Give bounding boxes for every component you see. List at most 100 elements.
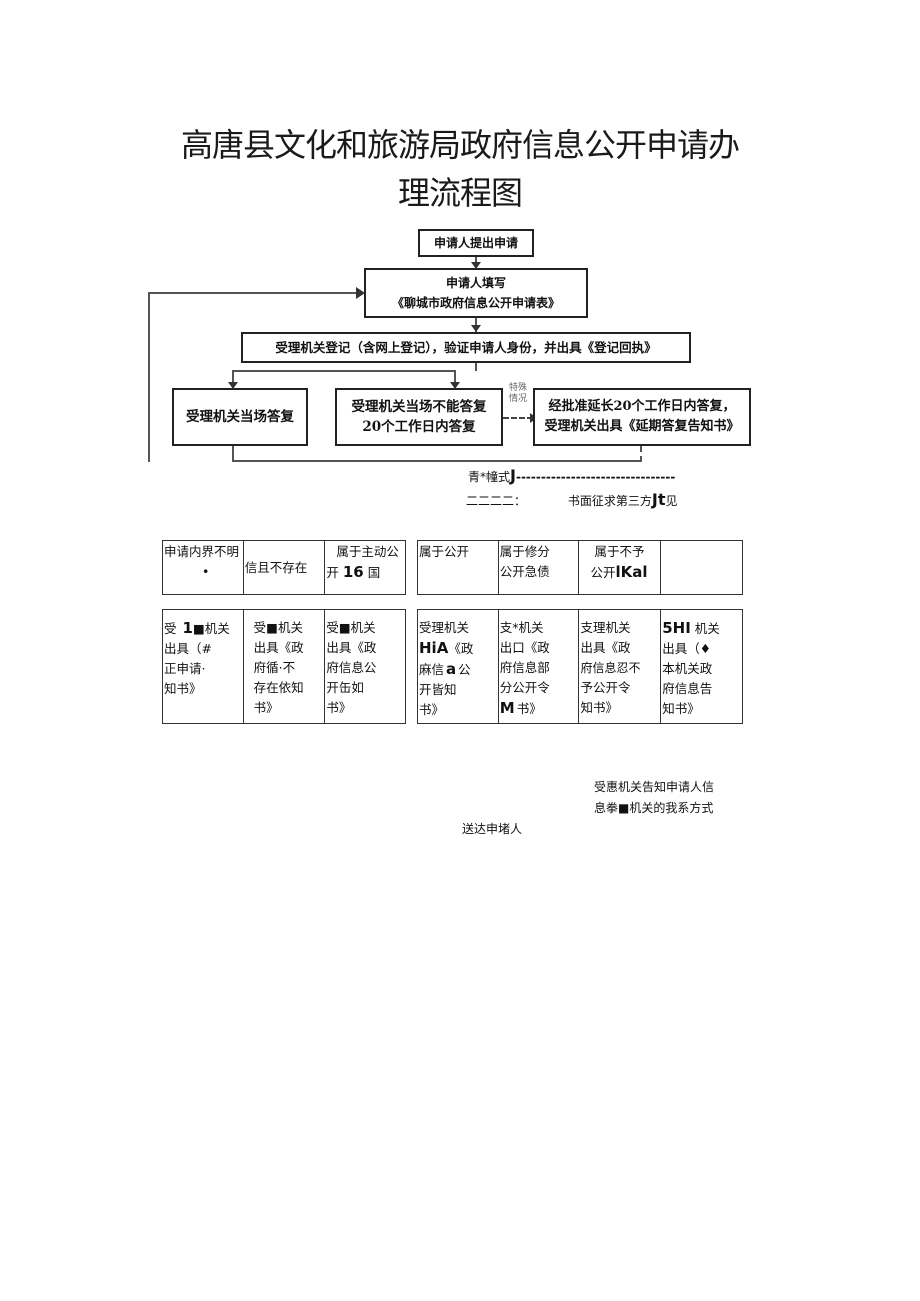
- cell-text: 支*机关: [499, 620, 544, 635]
- cell-bold: a: [446, 660, 457, 678]
- table-cell: 属于公开: [417, 540, 499, 595]
- cell-text: 机关: [694, 621, 720, 636]
- cell-text: 书》: [326, 700, 352, 715]
- fragment-text: 书面征求第三方: [567, 494, 652, 508]
- cell-text: 书》: [253, 700, 279, 715]
- return-line-vertical: [148, 292, 150, 462]
- deliver-note: 送达申堵人: [462, 822, 523, 836]
- cell-text: 知书》: [164, 681, 202, 696]
- fragment-text: 二二二二：: [466, 494, 527, 508]
- cell-bold: 5HI: [662, 619, 691, 637]
- cell-text: 府信息告: [662, 681, 713, 696]
- cell-text: 府信息忍不: [580, 661, 641, 675]
- connector-3-split: [475, 363, 477, 371]
- table-cell: 受■机关 出具《政 府信息公 开缶如 书》: [324, 609, 406, 724]
- page-title-line-1: 高唐县文化和旅游局政府信息公开申请办: [180, 126, 740, 164]
- notify-note-line: 息拳■机关的我系方式: [594, 801, 714, 815]
- table-cell: 支理机关 出具《政 府信息忍不 予公开令 知书》: [578, 609, 662, 724]
- flow-step-label: 20个工作日内答复: [362, 419, 476, 435]
- cell-text: 出具《政: [253, 640, 304, 655]
- cell-text: 出具《政: [326, 640, 377, 655]
- cell-bold: 1: [182, 619, 193, 637]
- page-title-line-2: 理流程图: [397, 174, 523, 212]
- split-right-drop: [454, 370, 456, 388]
- flow-box-onsite-reply: 受理机关当场答复: [172, 388, 308, 446]
- fragment-bold: J: [510, 466, 516, 485]
- cell-text: 公开: [590, 565, 616, 580]
- fragment-line-a: 青*幢式J--------------------------------: [468, 466, 675, 485]
- fragment-text: 见: [665, 494, 678, 508]
- arrow-down-icon: [471, 262, 481, 269]
- flow-step-label: 受理机关登记（含网上登记），验证申请人身份，并出具《登记回执》: [275, 339, 657, 355]
- cell-text: 受■机关: [253, 620, 303, 635]
- cell-text: 麻信: [419, 662, 445, 677]
- cell-text: 出口《政: [499, 640, 550, 655]
- cell-text: 出具（#: [164, 641, 212, 656]
- flow-step-register: 受理机关登记（含网上登记），验证申请人身份，并出具《登记回执》: [241, 332, 691, 363]
- bottom-dashed-drop: [640, 446, 642, 462]
- cell-text: 开: [326, 565, 339, 580]
- fragment-dashes: --------------------------------: [515, 470, 676, 484]
- cell-text: 申请内界不明: [164, 544, 240, 559]
- cell-text: 开缶如: [326, 680, 364, 695]
- cell-text: 正申请·: [164, 661, 206, 676]
- cell-text: 公: [458, 662, 471, 677]
- cell-text: 本机关政: [662, 661, 713, 676]
- table-cell: 申请内界不明 •: [162, 540, 244, 595]
- bottom-left-drop: [232, 446, 234, 462]
- cell-text: 知书》: [580, 700, 618, 715]
- cell-text: 受■机关: [326, 620, 376, 635]
- cell-bold: 16: [342, 563, 364, 581]
- flow-step-fill-form: 申请人填写 《聊城市政府信息公开申请表》: [364, 268, 588, 318]
- flow-step-label: 受理机关当场答复: [186, 409, 294, 425]
- arrow-down-icon: [450, 382, 460, 389]
- flow-step-label: 《聊城市政府信息公开申请表》: [391, 296, 560, 310]
- cell-bold: M: [499, 699, 515, 717]
- split-left-drop: [232, 370, 234, 388]
- cell-text: 属于不予: [594, 544, 645, 559]
- flow-step-label: 申请人填写: [445, 276, 506, 290]
- notify-note-line: 受惠机关告知申请人信: [594, 780, 715, 794]
- arrow-right-icon: [356, 287, 365, 299]
- cell-text: 书》: [419, 702, 445, 717]
- table-cell: 信且不存在: [242, 540, 326, 595]
- flow-step-label: 受理机关出具《延期答复告知书》: [544, 419, 740, 434]
- cell-text: 府信息公: [326, 660, 377, 675]
- bottom-line: [232, 460, 642, 462]
- arrow-down-icon: [471, 325, 481, 332]
- flow-step-label: 受理机关当场不能答复: [351, 399, 487, 415]
- fragment-bold: Jt: [651, 490, 666, 509]
- cell-text: 存在依知: [253, 680, 304, 695]
- special-case-text: 特殊: [508, 383, 527, 393]
- table-cell: 受■机关 出具《政 府循·不 存在依知 书》: [242, 609, 326, 724]
- cell-text: 支理机关: [580, 620, 631, 635]
- notify-note: 受惠机关告知申请人信 息拳■机关的我系方式: [594, 777, 714, 819]
- cell-text: 国: [367, 565, 381, 580]
- return-line-horizontal: [148, 292, 358, 294]
- cell-text: 受理机关: [419, 620, 470, 635]
- table-cell: [660, 540, 743, 595]
- arrow-down-icon: [228, 382, 238, 389]
- flow-step-label: 经批准延长20个工作日内答复，: [548, 399, 736, 414]
- cell-bold: HiA: [419, 639, 449, 657]
- cell-text: 书》: [516, 701, 542, 716]
- cell-text: 属于公开: [419, 544, 470, 559]
- cell-text: 属于主动公: [336, 544, 399, 559]
- cell-text: 属于修分: [499, 544, 550, 559]
- cell-text: 出具（♦: [662, 641, 711, 656]
- cell-text: 出具《政: [580, 640, 631, 655]
- flow-box-extension: 经批准延长20个工作日内答复， 受理机关出具《延期答复告知书》: [533, 388, 751, 446]
- cell-text: 公开急债: [499, 564, 550, 579]
- cell-text: 受: [164, 621, 177, 636]
- cell-text: 予公开令: [580, 680, 631, 695]
- cell-text: 分公开令: [499, 680, 550, 695]
- cell-bold: lKal: [615, 563, 648, 581]
- cell-text: 《政: [448, 641, 474, 656]
